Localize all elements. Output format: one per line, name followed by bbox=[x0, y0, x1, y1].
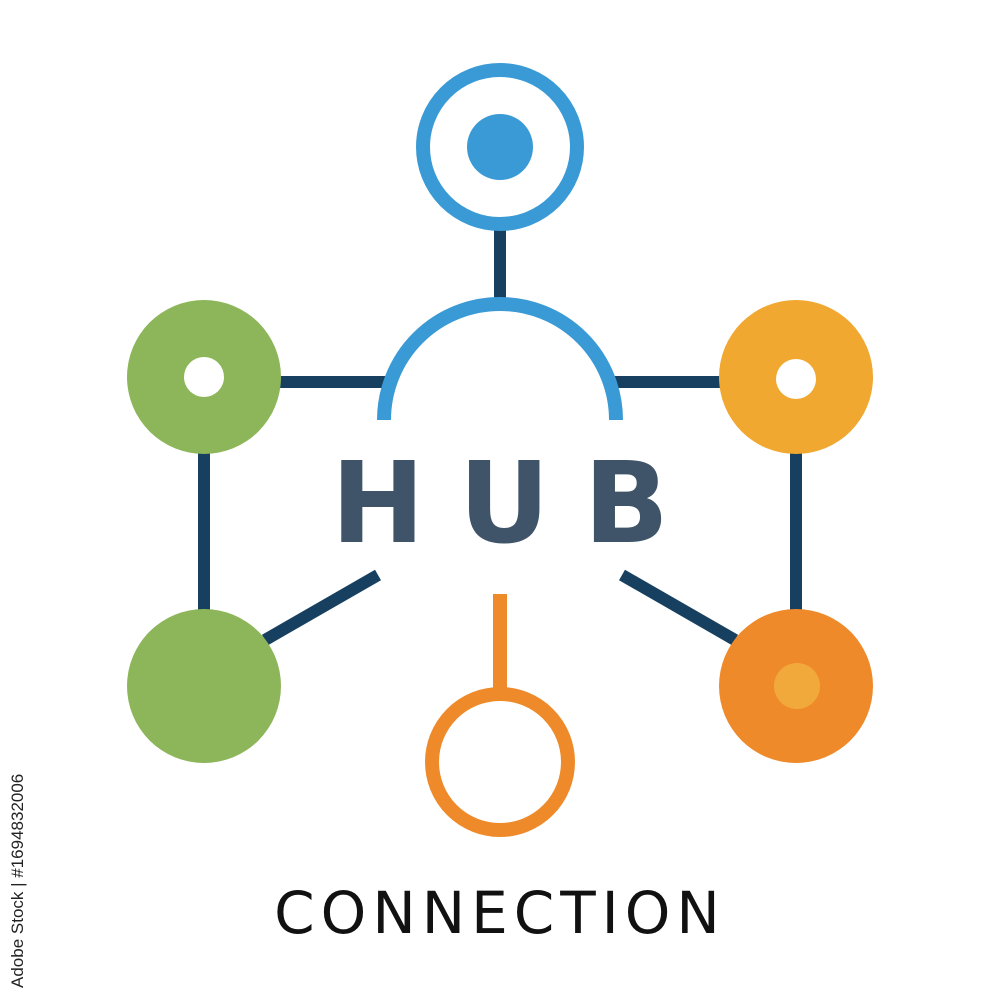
hub-arch bbox=[377, 297, 623, 421]
stock-id-text: Adobe Stock | #1694832006 bbox=[8, 774, 27, 988]
hub-text: HUB bbox=[331, 439, 703, 569]
node-bottom-left-icon bbox=[127, 609, 281, 763]
connectors bbox=[198, 225, 802, 646]
node-top-left-icon bbox=[127, 300, 281, 454]
node-top-ring-icon bbox=[416, 63, 584, 231]
node-top-right-icon bbox=[719, 300, 873, 454]
node-bottom-ring-icon bbox=[425, 594, 575, 837]
connector-left-diagonal bbox=[262, 569, 381, 646]
caption-text: CONNECTION bbox=[274, 879, 726, 947]
stock-id-watermark: Adobe Stock | #1694832006 bbox=[8, 774, 27, 988]
node-bottom-right-icon bbox=[719, 609, 873, 763]
connector-right-diagonal bbox=[619, 569, 738, 646]
